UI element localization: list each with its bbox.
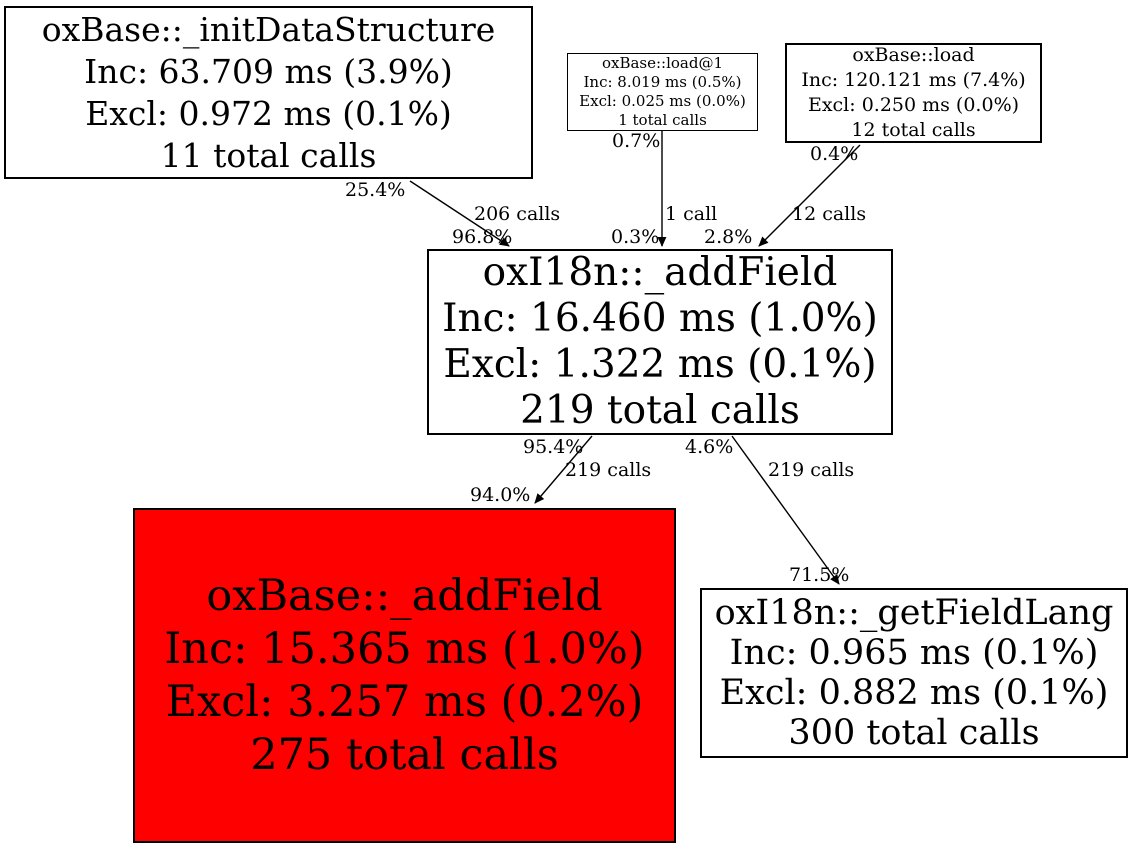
node-title: oxBase::_initDataStructure [41,9,496,49]
edge-load-to-addfield [758,144,861,247]
node-title: oxBase::_addField [206,570,603,621]
node-oxbase-load-at-1: oxBase::load@1 Inc: 8.019 ms (0.5%) Excl… [567,53,758,131]
edge-target-percent: 0.3% [611,226,660,248]
edge-source-percent: 0.4% [810,143,859,165]
edge-call-count: 1 call [665,203,718,225]
node-oxbase-load: oxBase::load Inc: 120.121 ms (7.4%) Excl… [785,43,1042,143]
edge-source-percent: 0.7% [612,130,661,152]
node-oxi18n-getfieldlang: oxI18n::_getFieldLang Inc: 0.965 ms (0.1… [700,588,1128,758]
edge-source-percent: 95.4% [523,436,584,458]
node-inclusive-time: Inc: 0.965 ms (0.1%) [729,633,1099,673]
edge-addfield-to-getfieldlang [731,435,840,585]
node-total-calls: 219 total calls [520,388,800,433]
node-inclusive-time: Inc: 63.709 ms (3.9%) [84,51,453,91]
node-exclusive-time: Excl: 0.025 ms (0.0%) [579,92,746,110]
node-exclusive-time: Excl: 0.882 ms (0.1%) [719,673,1109,713]
node-inclusive-time: Inc: 120.121 ms (7.4%) [801,69,1026,91]
node-inclusive-time: Inc: 8.019 ms (0.5%) [583,73,742,91]
edge-call-count: 219 calls [565,459,652,481]
edge-addfield-to-base-addfield [534,435,593,504]
edge-call-count: 219 calls [768,459,855,481]
edge-call-count: 206 calls [474,203,561,225]
edge-source-percent: 4.6% [685,436,734,458]
node-total-calls: 300 total calls [788,713,1040,753]
node-exclusive-time: Excl: 0.250 ms (0.0%) [807,94,1020,116]
node-total-calls: 1 total calls [618,111,707,129]
node-exclusive-time: Excl: 0.972 ms (0.1%) [85,93,452,133]
node-title: oxBase::load [852,44,975,66]
edge-target-percent: 2.8% [704,226,753,248]
node-oxi18n-addfield: oxI18n::_addField Inc: 16.460 ms (1.0%) … [427,249,893,435]
node-title: oxI18n::_addField [482,250,838,295]
node-inclusive-time: Inc: 16.460 ms (1.0%) [442,296,878,341]
node-oxbase-addfield-hotspot: oxBase::_addField Inc: 15.365 ms (1.0%) … [133,508,676,843]
node-exclusive-time: Excl: 3.257 ms (0.2%) [165,676,644,727]
edge-source-percent: 25.4% [345,179,406,201]
edge-init-to-addfield [409,180,510,247]
edge-target-percent: 94.0% [470,484,531,506]
node-inclusive-time: Inc: 15.365 ms (1.0%) [164,623,645,674]
edge-target-percent: 71.5% [789,564,850,586]
node-total-calls: 11 total calls [160,135,377,175]
edge-target-percent: 96.8% [452,226,513,248]
edge-call-count: 12 calls [792,203,867,225]
node-oxbase-initdatastructure: oxBase::_initDataStructure Inc: 63.709 m… [4,6,533,179]
node-total-calls: 12 total calls [851,119,976,141]
node-title: oxBase::load@1 [601,54,724,72]
node-exclusive-time: Excl: 1.322 ms (0.1%) [443,342,877,387]
node-title: oxI18n::_getFieldLang [714,593,1114,633]
node-total-calls: 275 total calls [250,729,559,780]
